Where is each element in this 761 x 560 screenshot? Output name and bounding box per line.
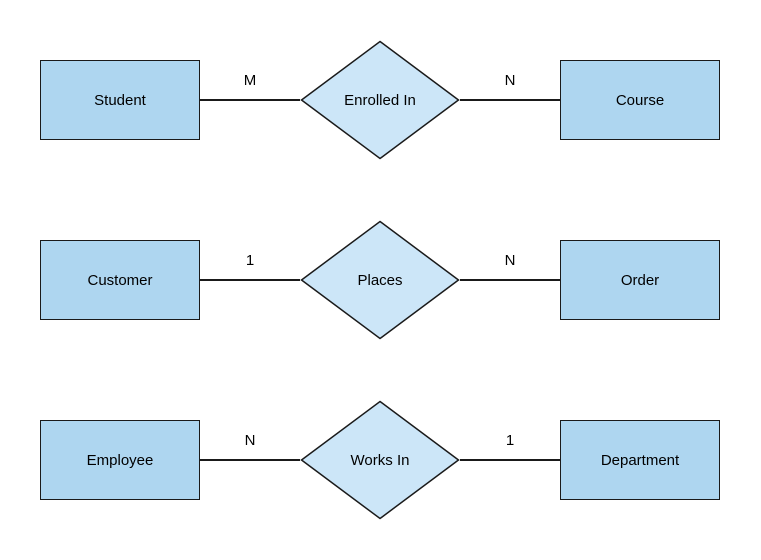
cardinality-label: M: [243, 72, 257, 89]
relationship-works-in: Works In: [300, 400, 460, 520]
connector-line: [200, 279, 300, 281]
entity-order: Order: [560, 240, 720, 320]
connector-line: [200, 459, 300, 461]
diamond-shape: [300, 40, 460, 160]
connector-line: [460, 459, 560, 461]
relationship-label: Works In: [350, 451, 410, 469]
entity-label: Customer: [87, 271, 153, 289]
cardinality-label: 1: [505, 432, 515, 449]
entity-label: Order: [620, 271, 660, 289]
relationship-row-student-course: Student M Enrolled In N Course: [0, 20, 761, 180]
cardinality-label: N: [504, 252, 516, 269]
entity-course: Course: [560, 60, 720, 140]
relationship-places: Places: [300, 220, 460, 340]
entity-department: Department: [560, 420, 720, 500]
connector-line: [460, 279, 560, 281]
relationship-enrolled-in: Enrolled In: [300, 40, 460, 160]
entity-customer: Customer: [40, 240, 200, 320]
relationship-row-customer-order: Customer 1 Places N Order: [0, 200, 761, 360]
connector-line: [200, 99, 300, 101]
relationship-label: Places: [357, 271, 403, 289]
entity-label: Employee: [86, 451, 154, 469]
relationship-label: Enrolled In: [344, 91, 416, 109]
diamond-shape: [300, 220, 460, 340]
entity-label: Department: [600, 451, 680, 469]
entity-label: Student: [94, 91, 146, 109]
entity-label: Course: [615, 91, 665, 109]
entity-employee: Employee: [40, 420, 200, 500]
cardinality-label: N: [244, 432, 256, 449]
connector-line: [460, 99, 560, 101]
entity-student: Student: [40, 60, 200, 140]
relationship-row-employee-department: Employee N Works In 1 Department: [0, 380, 761, 540]
diamond-shape: [300, 400, 460, 520]
cardinality-label: N: [504, 72, 516, 89]
cardinality-label: 1: [245, 252, 255, 269]
